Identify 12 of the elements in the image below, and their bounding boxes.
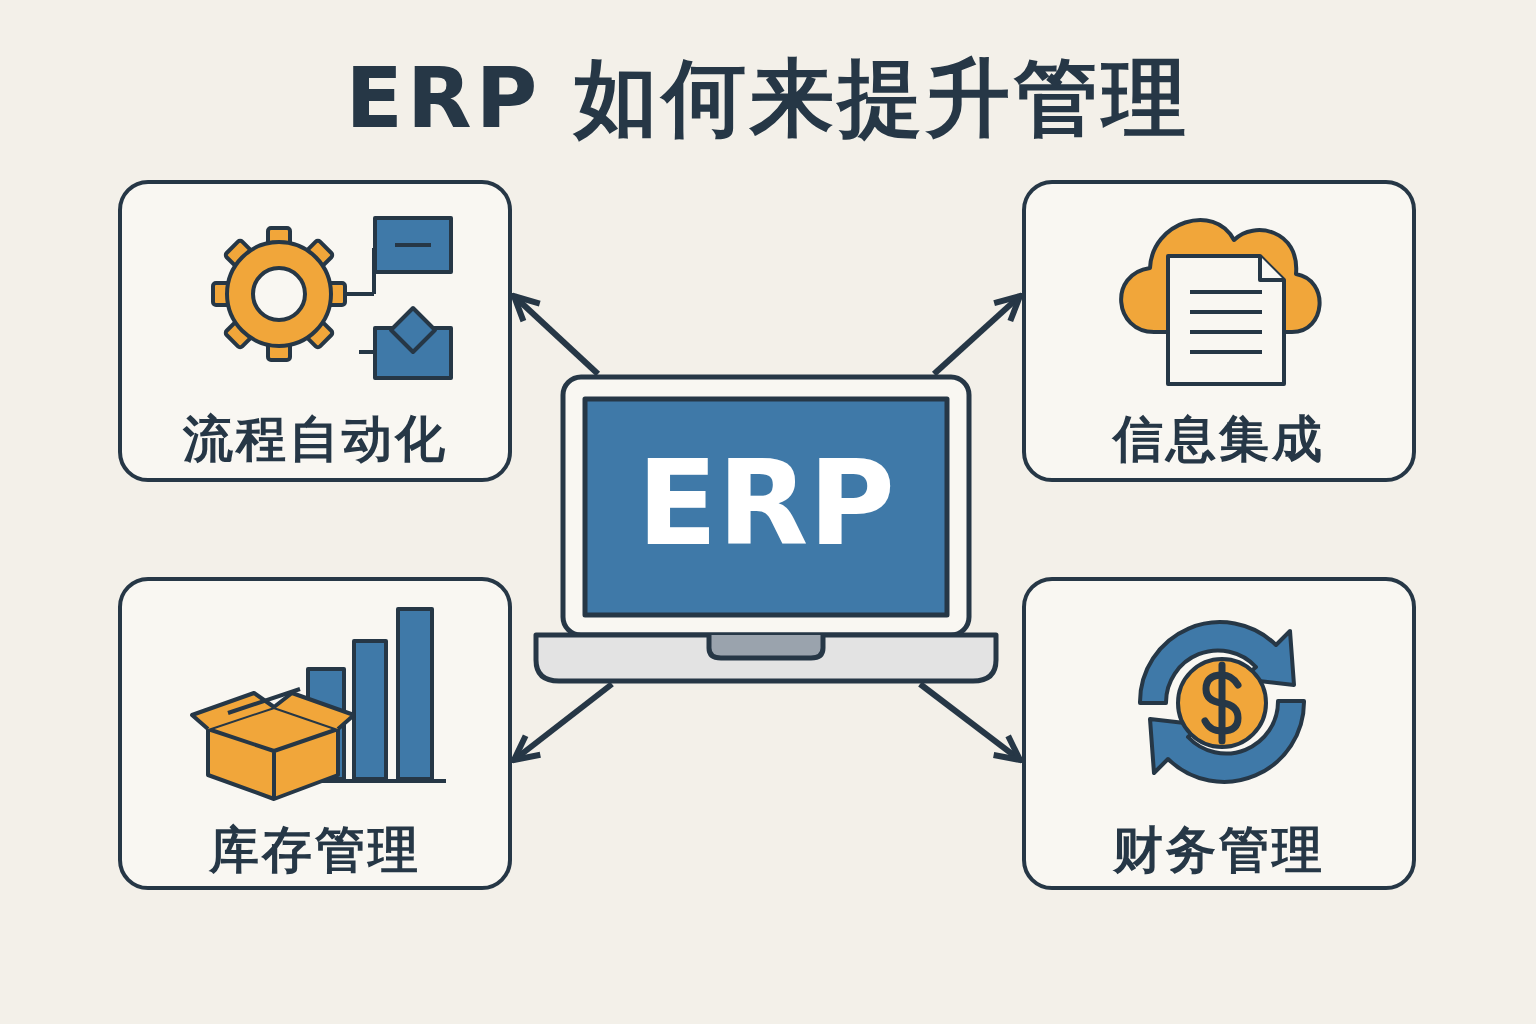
- module-card: [118, 180, 512, 482]
- module-card: [1022, 180, 1416, 482]
- module-label: 流程自动化: [181, 409, 449, 470]
- module-label: 财务管理: [1112, 820, 1326, 881]
- module-label: 库存管理: [208, 820, 422, 881]
- title: ERP 如何来提升管理: [344, 48, 1192, 149]
- module-card: [1022, 577, 1416, 890]
- arrow: [932, 293, 1023, 377]
- module-label: 信息集成: [1111, 409, 1326, 470]
- module-card: [118, 577, 512, 890]
- screen-text: ERP: [636, 434, 896, 572]
- arrow: [511, 293, 601, 377]
